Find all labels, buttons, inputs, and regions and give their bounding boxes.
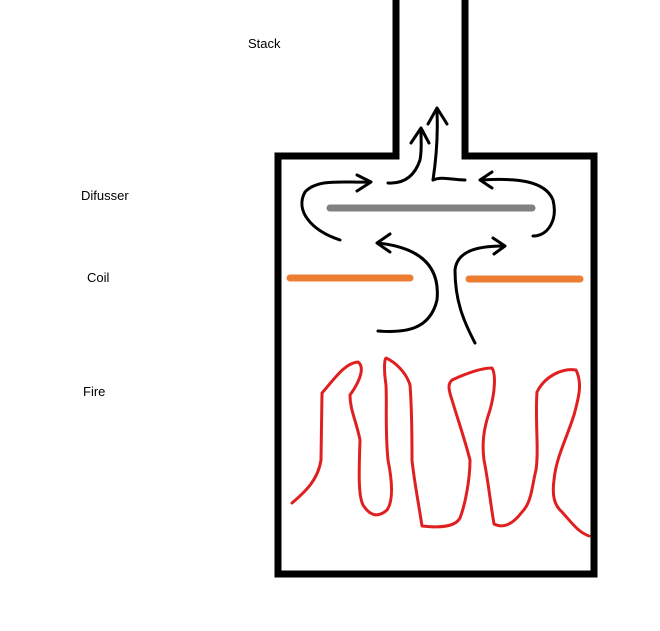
fire-label: Fire	[83, 384, 106, 399]
chamber-wall	[274, 0, 598, 578]
right-loop-arrow-head	[478, 170, 494, 190]
up-arrow-stack-head	[426, 106, 449, 126]
diffuser-label: Difusser	[81, 188, 129, 203]
up-arrow-stack	[431, 110, 439, 182]
left-loop-arrow-head	[355, 173, 373, 193]
lower-left-arrow-head	[375, 232, 392, 254]
lower-left-arrow	[376, 241, 439, 333]
up-arrow-secondary	[386, 130, 423, 185]
coil	[286, 274, 584, 283]
lower-right-arrow	[453, 244, 505, 345]
coil-label: Coil	[87, 270, 110, 285]
stack-label: Stack	[248, 36, 281, 51]
up-arrow-secondary-head	[409, 126, 431, 145]
left-loop-arrow	[300, 180, 372, 242]
fire-flame-line	[290, 356, 591, 538]
lower-right-arrow-head	[491, 236, 507, 256]
arrow-into-stack-right	[431, 176, 467, 182]
fire	[290, 356, 591, 538]
airflow-arrows	[300, 106, 556, 345]
right-loop-arrow	[480, 177, 556, 238]
chamber-outline	[274, 0, 598, 578]
